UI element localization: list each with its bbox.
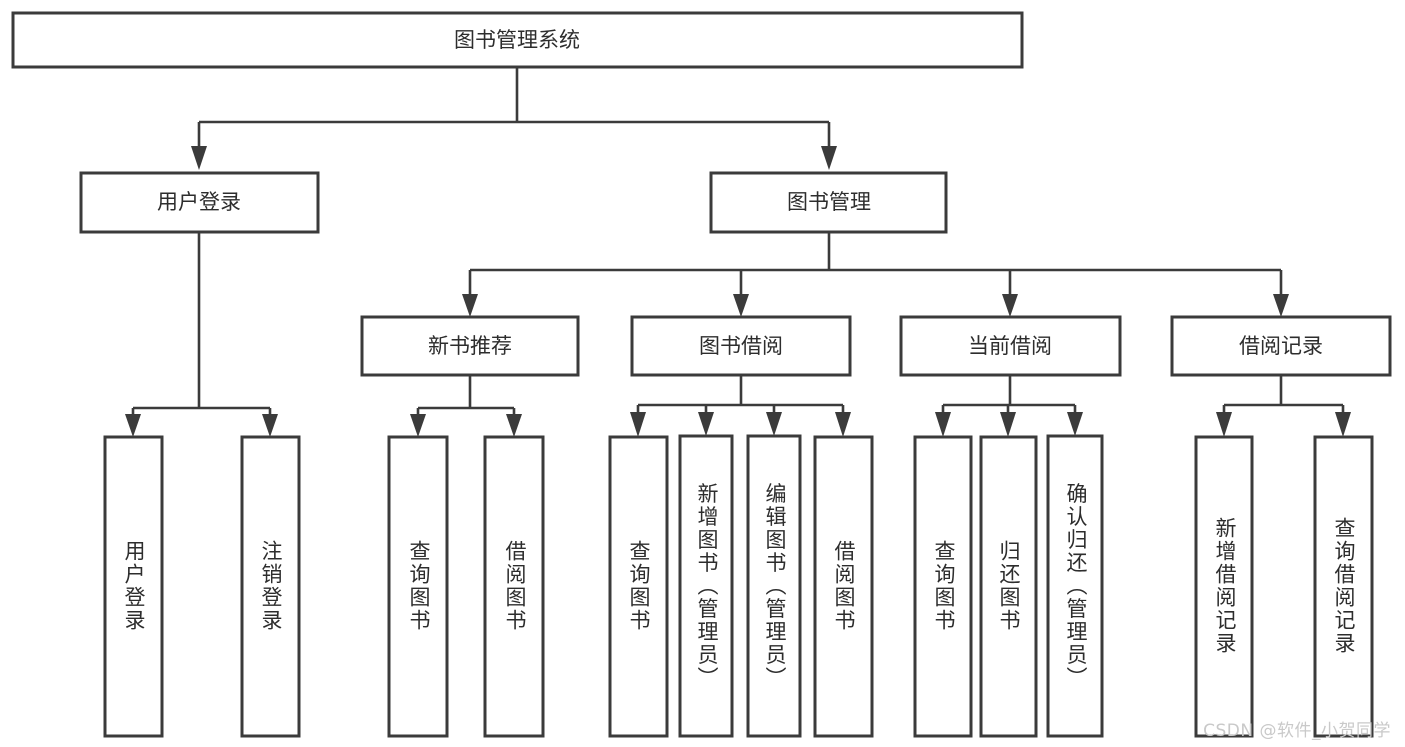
arrow-to-book-borrow [733,294,749,317]
node-current-borrow[interactable]: 当前借阅 [899,315,1122,377]
node-leaf-bb-edit-book[interactable]: 编辑图书（管理员） [746,434,802,738]
user-login-label: 用户登录 [157,190,241,214]
arrow-to-cb-query-book [935,412,951,437]
leaf-bb-edit-book-label: 编辑图书（管理员） [763,483,787,690]
arrow-to-nbr-query-book [410,414,426,437]
arrow-to-leaf-user-login [125,414,141,437]
node-leaf-nbr-borrow-book[interactable]: 借阅图书 [483,435,545,738]
arrow-to-new-book-recommend [462,294,478,317]
current-borrow-label: 当前借阅 [968,334,1052,358]
arrow-to-user-login [191,146,207,170]
arrow-to-leaf-logout [262,414,278,437]
root-label: 图书管理系统 [454,28,580,52]
leaf-cb-confirm-return-box [1046,434,1104,738]
leaf-cb-return-book-box [979,435,1038,738]
book-borrow-box [630,315,852,377]
new-book-recommend-label: 新书推荐 [428,334,512,358]
leaf-bb-borrow-book-box [813,435,874,738]
leaf-bb-add-book-box [678,434,734,738]
leaf-bb-query-book-label: 查询图书 [627,540,651,632]
node-book-management[interactable]: 图书管理 [709,171,948,234]
leaf-bb-borrow-book-label: 借阅图书 [832,540,856,632]
node-user-login[interactable]: 用户登录 [79,171,320,234]
arrow-to-cb-return-book [1000,412,1016,437]
node-leaf-nbr-query-book[interactable]: 查询图书 [387,435,449,738]
leaf-cb-return-book-label: 归还图书 [997,540,1021,632]
current-borrow-box [899,315,1122,377]
node-leaf-bb-borrow-book[interactable]: 借阅图书 [813,435,874,738]
node-leaf-br-query-record[interactable]: 查询借阅记录 [1313,435,1374,738]
borrow-record-box [1170,315,1392,377]
leaf-br-query-record-box [1313,435,1374,738]
leaf-logout-box [240,435,301,738]
new-book-recommend-box [360,315,580,377]
leaf-user-login-box [103,435,164,738]
arrow-to-bb-add-book [698,412,714,436]
leaf-bb-query-book-box [608,435,669,738]
node-leaf-user-login[interactable]: 用户登录 [103,435,164,738]
root-box [11,11,1024,69]
node-leaf-bb-add-book[interactable]: 新增图书（管理员） [678,434,734,738]
node-new-book-recommend[interactable]: 新书推荐 [360,315,580,377]
edge-layer [125,67,1351,437]
node-root-book-management-system[interactable]: 图书管理系统 [11,11,1024,69]
leaf-br-add-record-box [1194,435,1254,738]
leaf-nbr-query-book-box [387,435,449,738]
leaf-nbr-borrow-book-label: 借阅图书 [503,540,527,632]
book-management-label: 图书管理 [787,190,871,214]
leaf-br-add-record-label: 新增借阅记录 [1213,517,1237,655]
csdn-watermark: CSDN @软件_小贺同学 [1203,721,1391,741]
node-book-borrow[interactable]: 图书借阅 [630,315,852,377]
node-leaf-cb-query-book[interactable]: 查询图书 [913,435,973,738]
arrow-to-bb-borrow-book [835,412,851,437]
node-leaf-logout[interactable]: 注销登录 [240,435,301,738]
arrow-to-borrow-record [1273,294,1289,317]
book-management-box [709,171,948,234]
borrow-record-label: 借阅记录 [1239,334,1323,358]
node-leaf-cb-confirm-return[interactable]: 确认归还（管理员） [1046,434,1104,738]
book-borrow-label: 图书借阅 [699,334,783,358]
arrow-to-br-query-record [1335,412,1351,437]
arrow-to-nbr-borrow-book [506,414,522,437]
leaf-cb-query-book-box [913,435,973,738]
leaf-br-query-record-label: 查询借阅记录 [1332,517,1356,655]
arrow-to-bb-edit-book [766,412,782,436]
user-login-box [79,171,320,234]
arrow-to-current-borrow [1002,294,1018,317]
leaf-nbr-query-book-label: 查询图书 [407,540,431,632]
leaf-cb-query-book-label: 查询图书 [932,540,956,632]
node-borrow-record[interactable]: 借阅记录 [1170,315,1392,377]
node-leaf-cb-return-book[interactable]: 归还图书 [979,435,1038,738]
leaf-bb-add-book-label: 新增图书（管理员） [695,483,719,690]
leaf-bb-edit-book-box [746,434,802,738]
leaf-user-login-label: 用户登录 [122,540,146,632]
arrow-to-cb-confirm-return [1067,412,1083,436]
node-leaf-br-add-record[interactable]: 新增借阅记录 [1194,435,1254,738]
arrow-to-br-add-record [1216,412,1232,437]
node-leaf-bb-query-book[interactable]: 查询图书 [608,435,669,738]
leaf-nbr-borrow-book-box [483,435,545,738]
arrow-to-bb-query-book [630,412,646,437]
leaf-cb-confirm-return-label: 确认归还（管理员） [1064,483,1088,690]
arrow-to-book-manage [821,146,837,170]
leaf-logout-label: 注销登录 [259,540,283,632]
